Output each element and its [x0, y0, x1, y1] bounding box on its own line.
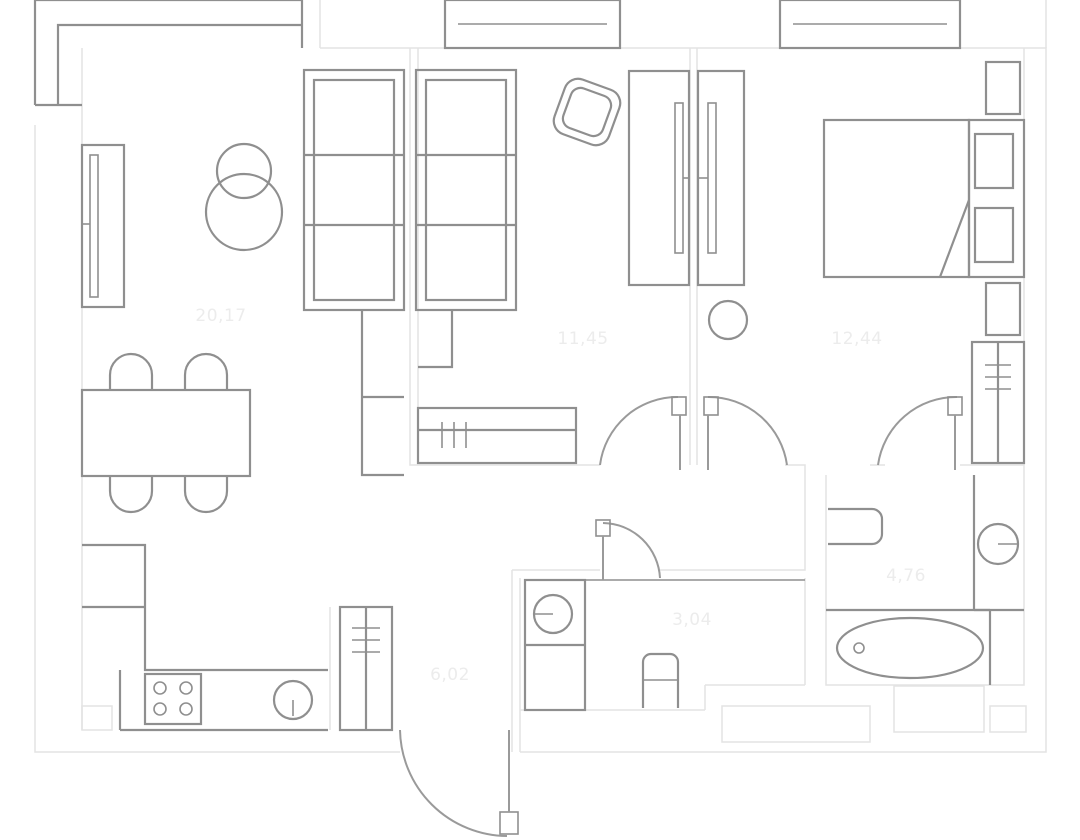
bedroom-1-furniture [414, 68, 691, 465]
hallway-furniture [338, 605, 394, 732]
room-area-bedroom-2: 12,44 [831, 329, 883, 349]
walls [34, 0, 1047, 753]
windows [33, 0, 962, 107]
bedroom-2-furniture [696, 60, 1026, 465]
room-area-living-kitchen: 20,17 [195, 306, 247, 326]
living-kitchen-furniture [80, 68, 406, 732]
bathroom-furniture [523, 578, 805, 712]
room-area-toilet-bath: 4,76 [886, 566, 926, 586]
toilet-bath-furniture [826, 475, 1024, 685]
doors [399, 395, 963, 837]
room-area-bathroom: 3,04 [672, 610, 712, 630]
room-area-hallway: 6,02 [430, 665, 470, 685]
room-area-bedroom-1: 11,45 [557, 329, 609, 349]
